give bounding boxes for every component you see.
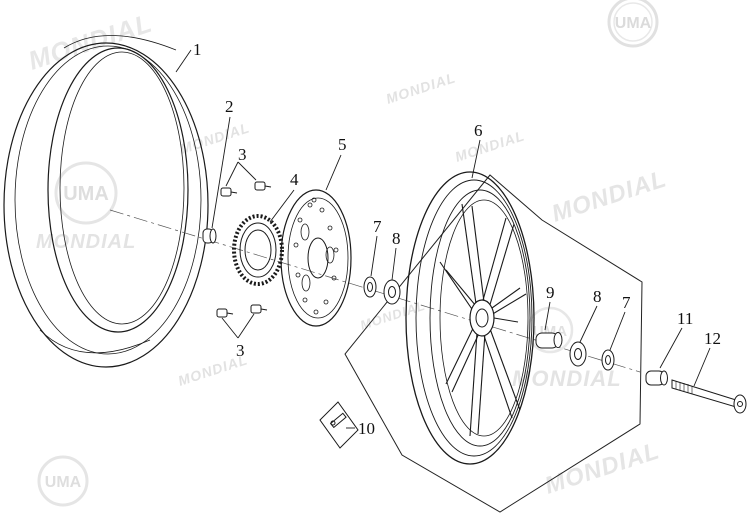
callout-labels: 1 2 3 3 4 5 6 7 8 9 8 7 10 11 12 bbox=[193, 40, 721, 438]
mondial-watermark-2: MONDIAL bbox=[384, 69, 458, 107]
callout-1: 1 bbox=[193, 40, 202, 59]
mondial-watermark-4: MONDIAL bbox=[36, 231, 136, 253]
washer-left bbox=[363, 276, 377, 298]
mondial-watermark-10: MONDIAL bbox=[453, 127, 527, 165]
svg-text:UMA: UMA bbox=[45, 474, 82, 491]
svg-text:UMA: UMA bbox=[615, 15, 652, 32]
callout-9: 9 bbox=[546, 283, 555, 302]
brake-disc bbox=[280, 189, 352, 327]
callout-11: 11 bbox=[677, 309, 693, 328]
svg-text:UMA: UMA bbox=[63, 183, 109, 205]
mondial-watermark-9: MONDIAL bbox=[542, 437, 664, 499]
axle-bolt bbox=[671, 379, 747, 414]
callout-3-upper: 3 bbox=[238, 145, 247, 164]
bearing-right bbox=[569, 341, 587, 367]
callout-6: 6 bbox=[474, 121, 483, 140]
callout-5: 5 bbox=[338, 135, 347, 154]
callout-3-lower: 3 bbox=[236, 341, 245, 360]
callout-2: 2 bbox=[225, 97, 234, 116]
bushing bbox=[535, 332, 563, 349]
abs-tone-ring bbox=[232, 214, 284, 286]
callout-8-left: 8 bbox=[392, 229, 401, 248]
watermark-layer: UMA UMA UMA UMA MONDIAL MONDIAL MONDIAL … bbox=[25, 0, 671, 507]
callout-8-right: 8 bbox=[593, 287, 602, 306]
uma-logo-left: UMA bbox=[54, 161, 118, 225]
mondial-watermark-1: MONDIAL bbox=[25, 8, 156, 76]
assembly-outline bbox=[344, 174, 643, 513]
callout-7-right: 7 bbox=[622, 293, 631, 312]
spacer-part-2 bbox=[202, 228, 217, 244]
tire bbox=[3, 35, 209, 368]
uma-logo-top-right: UMA bbox=[607, 0, 659, 48]
wheel-rim bbox=[405, 171, 535, 465]
valve-stem bbox=[319, 401, 359, 449]
axle-spacer bbox=[645, 370, 668, 386]
bearing-left bbox=[383, 279, 401, 305]
washer-right bbox=[601, 349, 615, 371]
callout-7-left: 7 bbox=[373, 217, 382, 236]
uma-logo-bottom-left: UMA bbox=[37, 455, 89, 507]
callout-10: 10 bbox=[358, 419, 375, 438]
bolts-upper bbox=[220, 181, 272, 197]
callout-4: 4 bbox=[290, 170, 299, 189]
mondial-watermark-5: MONDIAL bbox=[549, 165, 671, 227]
leader-lines bbox=[175, 49, 711, 429]
callout-12: 12 bbox=[704, 329, 721, 348]
bolts-lower bbox=[216, 304, 268, 318]
